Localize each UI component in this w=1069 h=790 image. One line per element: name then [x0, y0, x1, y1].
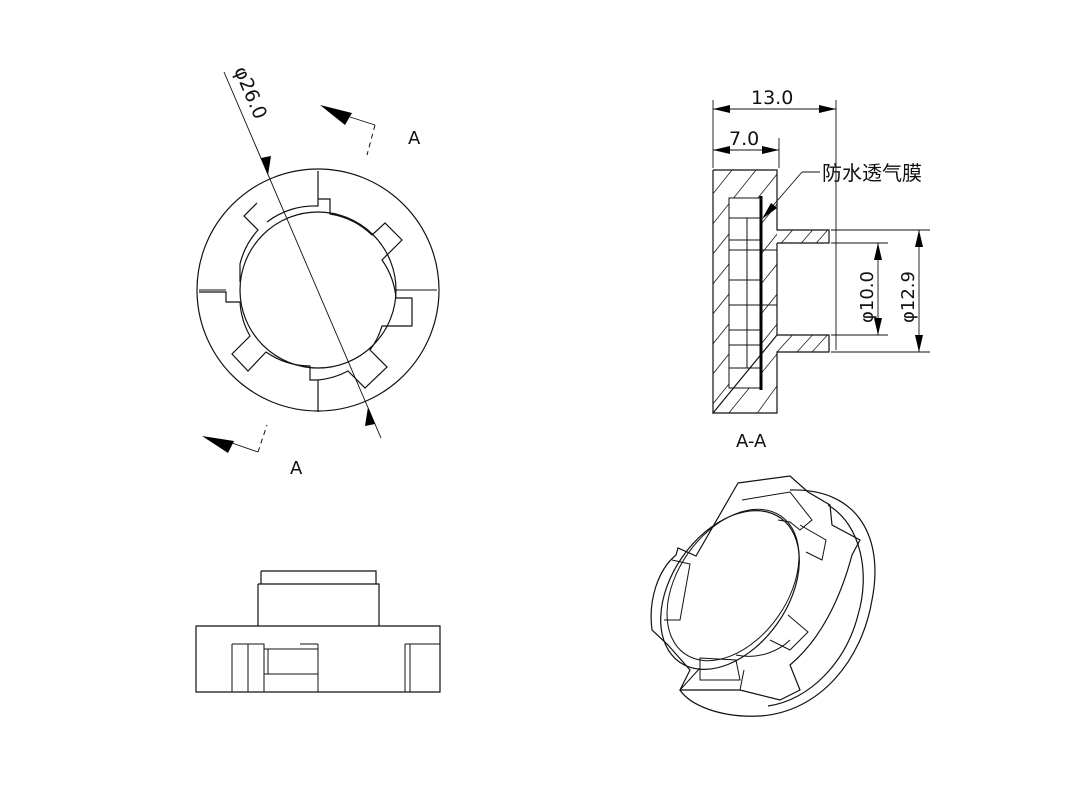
- dim-outer-dia: φ12.9: [898, 271, 919, 323]
- section-marker-bottom: A: [202, 424, 303, 479]
- diameter-label: φ26.0: [229, 63, 271, 122]
- membrane-callout: 防水透气膜: [822, 161, 922, 185]
- section-label-bottom: A: [290, 458, 303, 479]
- diameter-dimension-line: [223, 71, 382, 439]
- section-marker-top: A: [320, 105, 421, 156]
- dim-inner-dia: φ10.0: [857, 271, 878, 323]
- dim-overall-width: 13.0: [751, 87, 793, 109]
- front-view: φ26.0 A A: [196, 63, 440, 479]
- section-label-top: A: [408, 128, 421, 149]
- dim-step-width: 7.0: [729, 128, 759, 150]
- side-view: [195, 570, 441, 693]
- section-outline: [711, 169, 830, 414]
- inner-tab-contour: [199, 171, 413, 412]
- section-view: 13.0 7.0 φ10.0 φ12.9 防水透气膜 A-A: [711, 87, 930, 452]
- section-title: A-A: [736, 431, 767, 452]
- isometric-view: [650, 475, 876, 717]
